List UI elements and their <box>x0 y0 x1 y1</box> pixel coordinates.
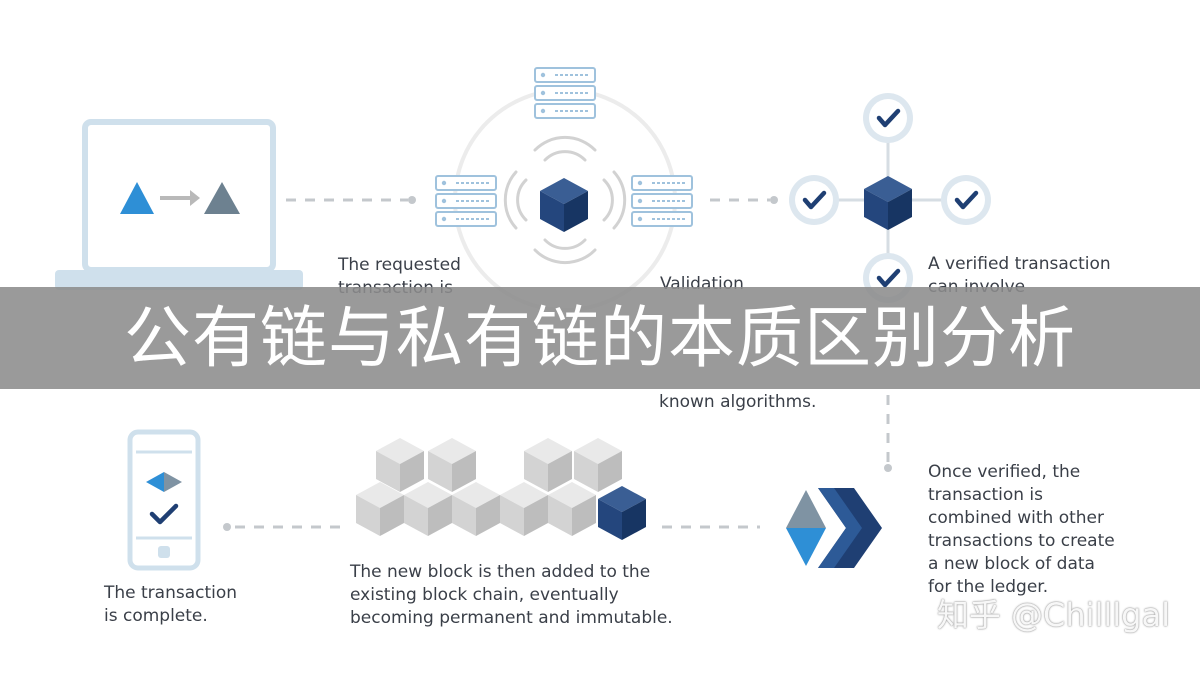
check-circle-icon <box>941 175 991 225</box>
caption-new-block: The new block is then added to the exist… <box>350 562 673 628</box>
verification-nodes <box>789 93 991 303</box>
server-icon <box>534 67 596 119</box>
check-circle-icon <box>789 175 839 225</box>
connector-dot <box>884 464 892 472</box>
connector-dot <box>408 196 416 204</box>
validation-network <box>435 67 693 312</box>
watermark: 知乎 @Chilllgal <box>936 596 1170 634</box>
cube-icon <box>598 486 646 540</box>
chevron-arrow-icon <box>786 488 882 568</box>
caption-algorithms: known algorithms. <box>659 392 817 412</box>
server-icon <box>631 175 693 227</box>
title-banner: 公有链与私有链的本质区别分析 <box>0 287 1200 389</box>
cube-icon <box>540 178 588 232</box>
check-circle-icon <box>863 93 913 143</box>
connector-dot <box>770 196 778 204</box>
block-chain <box>356 438 646 540</box>
laptop-icon <box>55 119 303 290</box>
phone-icon <box>127 429 201 571</box>
cube-icon <box>864 176 912 230</box>
connector-dot <box>223 523 231 531</box>
connector-lines <box>235 198 890 529</box>
server-icon <box>435 175 497 227</box>
caption-complete: The transaction is complete. <box>104 583 238 626</box>
caption-once-verified: Once verified, the transaction is combin… <box>928 462 1115 597</box>
banner-title: 公有链与私有链的本质区别分析 <box>124 299 1076 377</box>
